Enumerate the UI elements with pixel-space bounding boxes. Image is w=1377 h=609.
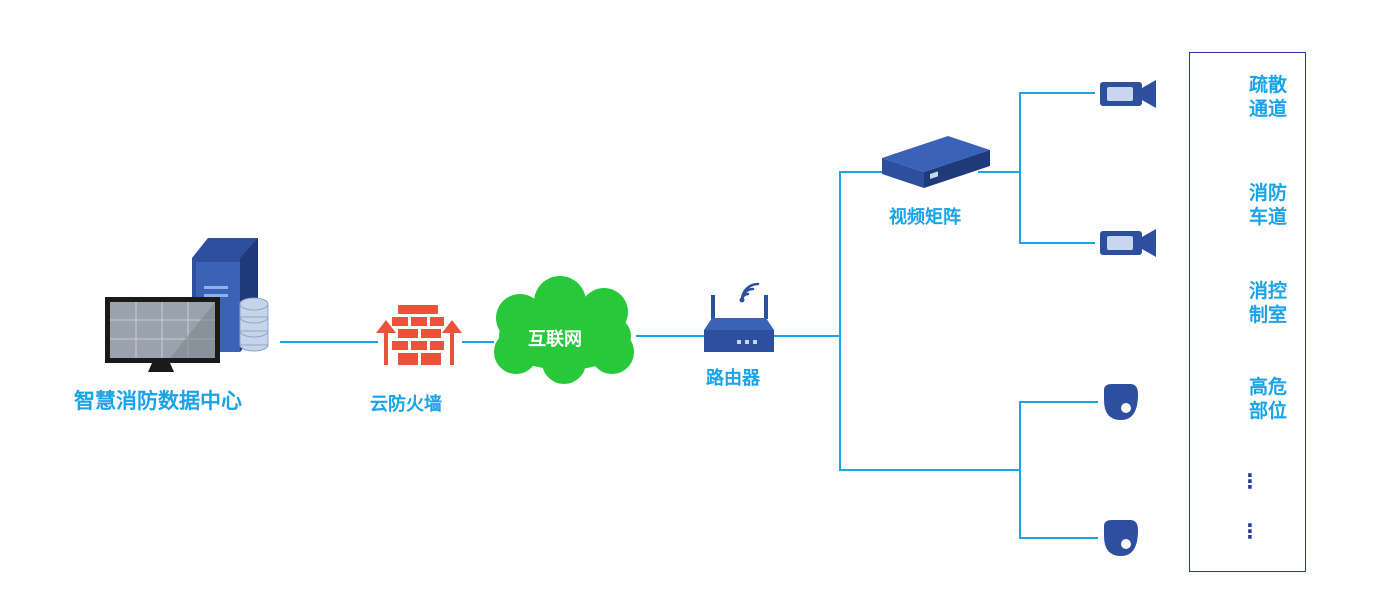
area-label-high-risk: 高危 部位 bbox=[1249, 376, 1288, 422]
line-matrix-cameras bbox=[978, 92, 1095, 173]
connection-lines bbox=[280, 92, 1098, 539]
data-center-label: 智慧消防数据中心 bbox=[74, 389, 242, 413]
dome-camera-icon bbox=[1104, 520, 1138, 556]
line-sensors bbox=[1019, 401, 1098, 470]
area-label-evacuation: 疏散 通道 bbox=[1249, 74, 1288, 120]
firewall-icon bbox=[376, 305, 462, 365]
router-label: 路由器 bbox=[706, 368, 760, 389]
video-matrix-icon bbox=[882, 136, 990, 188]
cloud-icon bbox=[494, 276, 634, 384]
internet-label: 互联网 bbox=[528, 329, 582, 350]
bullet-camera-icon bbox=[1100, 229, 1156, 257]
bullet-camera-icon bbox=[1100, 80, 1156, 108]
line-sensor-2 bbox=[1019, 470, 1098, 539]
video-matrix-label: 视频矩阵 bbox=[889, 207, 961, 228]
monitored-areas-panel bbox=[1189, 52, 1306, 572]
ellipsis-more-2: ⋮ bbox=[1240, 519, 1260, 543]
line-matrix-camera-2 bbox=[1019, 172, 1095, 244]
area-label-fire-lane: 消防 车道 bbox=[1249, 182, 1288, 228]
line-trunk-vertical bbox=[839, 171, 1020, 471]
server-monitor-icon bbox=[105, 238, 269, 372]
area-label-control-room: 消控 制室 bbox=[1249, 280, 1288, 326]
dome-camera-icon bbox=[1104, 384, 1138, 420]
firewall-label: 云防火墙 bbox=[370, 394, 442, 415]
ellipsis-more-1: ⋮ bbox=[1240, 469, 1260, 493]
router-icon bbox=[704, 282, 774, 352]
